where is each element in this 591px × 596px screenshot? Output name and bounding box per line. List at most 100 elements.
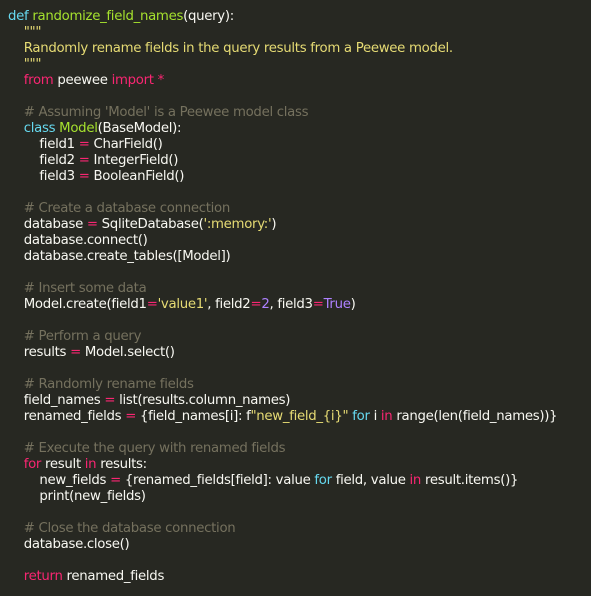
code-line: from peewee import * [8, 73, 591, 89]
code-token-plain: database [8, 217, 87, 232]
code-token-def: for [352, 409, 370, 424]
code-line: new_fields = {renamed_fields[field]: val… [8, 473, 591, 489]
code-token-plain: ) [271, 217, 277, 232]
code-token-keyword: = [110, 473, 121, 488]
code-token-comment: # Assuming 'Model' is a Peewee model cla… [8, 105, 309, 120]
code-line: Model.create(field1='value1', field2=2, … [8, 297, 591, 313]
code-token-keyword: = [86, 217, 98, 232]
code-line [8, 505, 591, 521]
code-token-keyword: in [409, 473, 422, 488]
code-token-plain: print(new_fields) [8, 489, 146, 504]
code-token-plain: field1 [8, 137, 79, 152]
code-line: database.close() [8, 537, 591, 553]
code-token-plain: result.items()} [421, 473, 519, 488]
code-token-plain [8, 73, 24, 88]
code-line: return renamed_fields [8, 569, 591, 585]
code-token-plain: list(results.column_names) [115, 393, 291, 408]
code-token-plain: results [8, 345, 71, 360]
code-token-func: randomize_field_names [32, 9, 184, 24]
code-token-plain: i [369, 409, 381, 424]
code-token-plain [8, 457, 24, 472]
code-line: renamed_fields = {field_names[i]: f"new_… [8, 409, 591, 425]
code-line [8, 313, 591, 329]
code-token-keyword: = [125, 409, 137, 424]
code-token-plain: database.connect() [8, 233, 148, 248]
code-line: # Perform a query [8, 329, 591, 345]
code-token-comment: # Close the database connection [8, 521, 236, 536]
code-line: # Create a database connection [8, 201, 591, 217]
code-token-keyword: in [380, 409, 393, 424]
code-token-plain: database.close() [8, 537, 130, 552]
code-line: # Insert some data [8, 281, 591, 297]
code-line: field1 = CharField() [8, 137, 591, 153]
code-token-comment: # Perform a query [8, 329, 142, 344]
code-token-plain: , field3 [269, 297, 314, 312]
code-token-plain: IntegerField() [89, 153, 179, 168]
code-token-string: 'value1' [157, 297, 208, 312]
code-token-comment: # Insert some data [8, 281, 147, 296]
code-token-keyword: = [78, 137, 90, 152]
code-token-plain [8, 569, 24, 584]
code-token-plain: field2 [8, 153, 79, 168]
code-line [8, 425, 591, 441]
code-token-keyword: = [104, 393, 116, 408]
code-token-def: class [23, 121, 56, 136]
code-token-plain: field, value [331, 473, 410, 488]
code-line: database.create_tables([Model]) [8, 249, 591, 265]
code-token-string: ':memory:' [203, 217, 272, 232]
code-line [8, 361, 591, 377]
code-line: class Model(BaseModel): [8, 121, 591, 137]
code-token-keyword: return [23, 569, 63, 584]
code-token-plain: results: [96, 457, 147, 472]
code-token-plain [8, 121, 24, 136]
code-token-plain: Model.create(field1 [8, 297, 147, 312]
code-token-plain: result [41, 457, 85, 472]
code-line: def randomize_field_names(query): [8, 9, 591, 25]
code-token-number: 2 [261, 297, 270, 312]
code-token-plain: ) [350, 297, 356, 312]
code-token-string: "new_field_{i}" [250, 409, 349, 424]
code-line: # Assuming 'Model' is a Peewee model cla… [8, 105, 591, 121]
code-token-plain: field3 [8, 169, 79, 184]
code-token-comment: # Randomly rename fields [8, 377, 194, 392]
code-line: field_names = list(results.column_names) [8, 393, 591, 409]
code-line [8, 265, 591, 281]
code-token-plain: (BaseModel): [97, 121, 182, 136]
code-line [8, 185, 591, 201]
code-token-plain: {renamed_fields[field]: value [120, 473, 315, 488]
code-token-keyword: import [111, 73, 154, 88]
code-token-keyword: * [157, 73, 165, 88]
code-token-keyword: = [312, 297, 324, 312]
code-line: field2 = IntegerField() [8, 153, 591, 169]
code-token-plain: field_names [8, 393, 105, 408]
code-token-comment: # Execute the query with renamed fields [8, 441, 286, 456]
code-line: Randomly rename fields in the query resu… [8, 41, 591, 57]
code-line: # Execute the query with renamed fields [8, 441, 591, 457]
code-token-keyword: for [23, 457, 42, 472]
code-line: """ [8, 57, 591, 73]
code-token-plain: database.create_tables([Model]) [8, 249, 231, 264]
code-token-plain: BooleanField() [89, 169, 185, 184]
code-token-number: True [323, 297, 351, 312]
code-token-plain: {field_names[i]: f [136, 409, 251, 424]
code-token-comment: # Create a database connection [8, 201, 231, 216]
code-token-plain: CharField() [89, 137, 163, 152]
code-token-class: Model [59, 121, 98, 136]
code-token-plain: (query): [183, 9, 234, 24]
code-line: """ [8, 25, 591, 41]
code-token-keyword: = [78, 153, 90, 168]
code-line [8, 553, 591, 569]
code-token-plain: renamed_fields [62, 569, 165, 584]
code-token-keyword: = [250, 297, 262, 312]
code-token-keyword: = [70, 345, 81, 360]
code-token-plain: renamed_fields [8, 409, 126, 424]
code-line: database.connect() [8, 233, 591, 249]
code-token-def: for [314, 473, 332, 488]
code-token-plain: Model.select() [80, 345, 175, 360]
code-line: database = SqliteDatabase(':memory:') [8, 217, 591, 233]
code-token-keyword: = [146, 297, 158, 312]
code-token-keyword: in [84, 457, 97, 472]
code-line: field3 = BooleanField() [8, 169, 591, 185]
code-token-plain: , field2 [207, 297, 251, 312]
